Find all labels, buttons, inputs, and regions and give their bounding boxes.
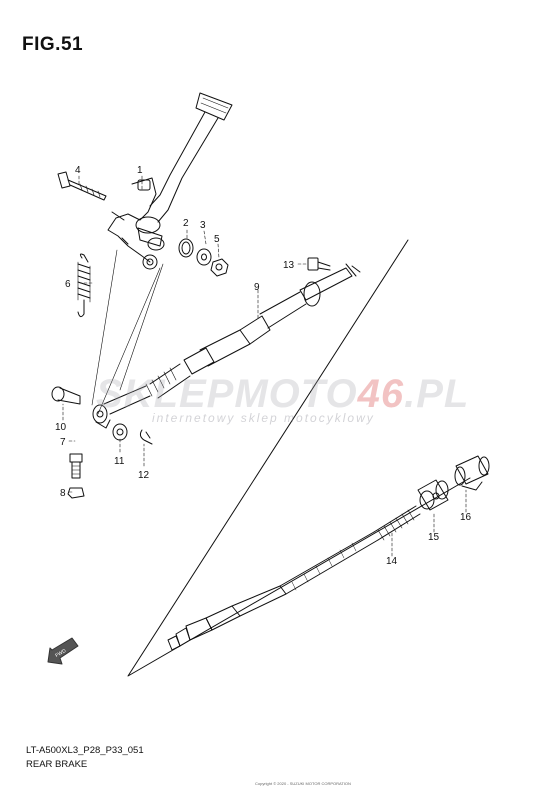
cable-joint	[417, 479, 449, 511]
callout-4: 4	[75, 165, 81, 176]
figure-title: FIG.51	[22, 34, 84, 55]
callout-11: 11	[114, 456, 125, 467]
adjuster-bolt	[69, 453, 83, 479]
model-code: LT-A500XL3_P28_P33_051	[26, 745, 144, 756]
callout-3: 3	[200, 220, 206, 231]
washer	[196, 248, 212, 266]
brake-cable	[92, 263, 361, 429]
cable-clamp-bolt	[307, 257, 331, 271]
clevis-pin	[51, 386, 81, 405]
forward-arrow-icon	[47, 637, 79, 665]
copyright-note: Copyright © 2020 - SUZUKI MOTOR CORPORAT…	[255, 781, 351, 786]
adjuster-nut	[67, 487, 85, 499]
rear-brake-cable	[167, 505, 421, 651]
cotter-pin	[139, 429, 153, 445]
assembly-guide-lines	[127, 239, 471, 677]
callout-8: 8	[60, 488, 66, 499]
pedal-pivot-bolt	[57, 171, 107, 201]
callout-10: 10	[55, 422, 67, 433]
callout-12: 12	[138, 470, 150, 481]
callout-14: 14	[386, 556, 398, 567]
callout-1: 1	[137, 165, 143, 176]
callout-5: 5	[214, 234, 220, 245]
callout-9: 9	[254, 282, 260, 293]
return-spring	[77, 253, 91, 318]
clevis-washer	[112, 423, 128, 441]
cable-bracket	[454, 455, 490, 491]
brake-pedal	[107, 92, 233, 270]
callout-2: 2	[183, 218, 189, 229]
section-name: REAR BRAKE	[26, 759, 88, 770]
nut	[210, 258, 229, 277]
callout-15: 15	[428, 532, 440, 543]
callout-13: 13	[283, 260, 295, 271]
callout-7: 7	[60, 437, 66, 448]
callout-6: 6	[65, 279, 71, 290]
bushing	[178, 238, 194, 258]
callout-16: 16	[460, 512, 472, 523]
forward-label: FWD	[54, 648, 67, 659]
